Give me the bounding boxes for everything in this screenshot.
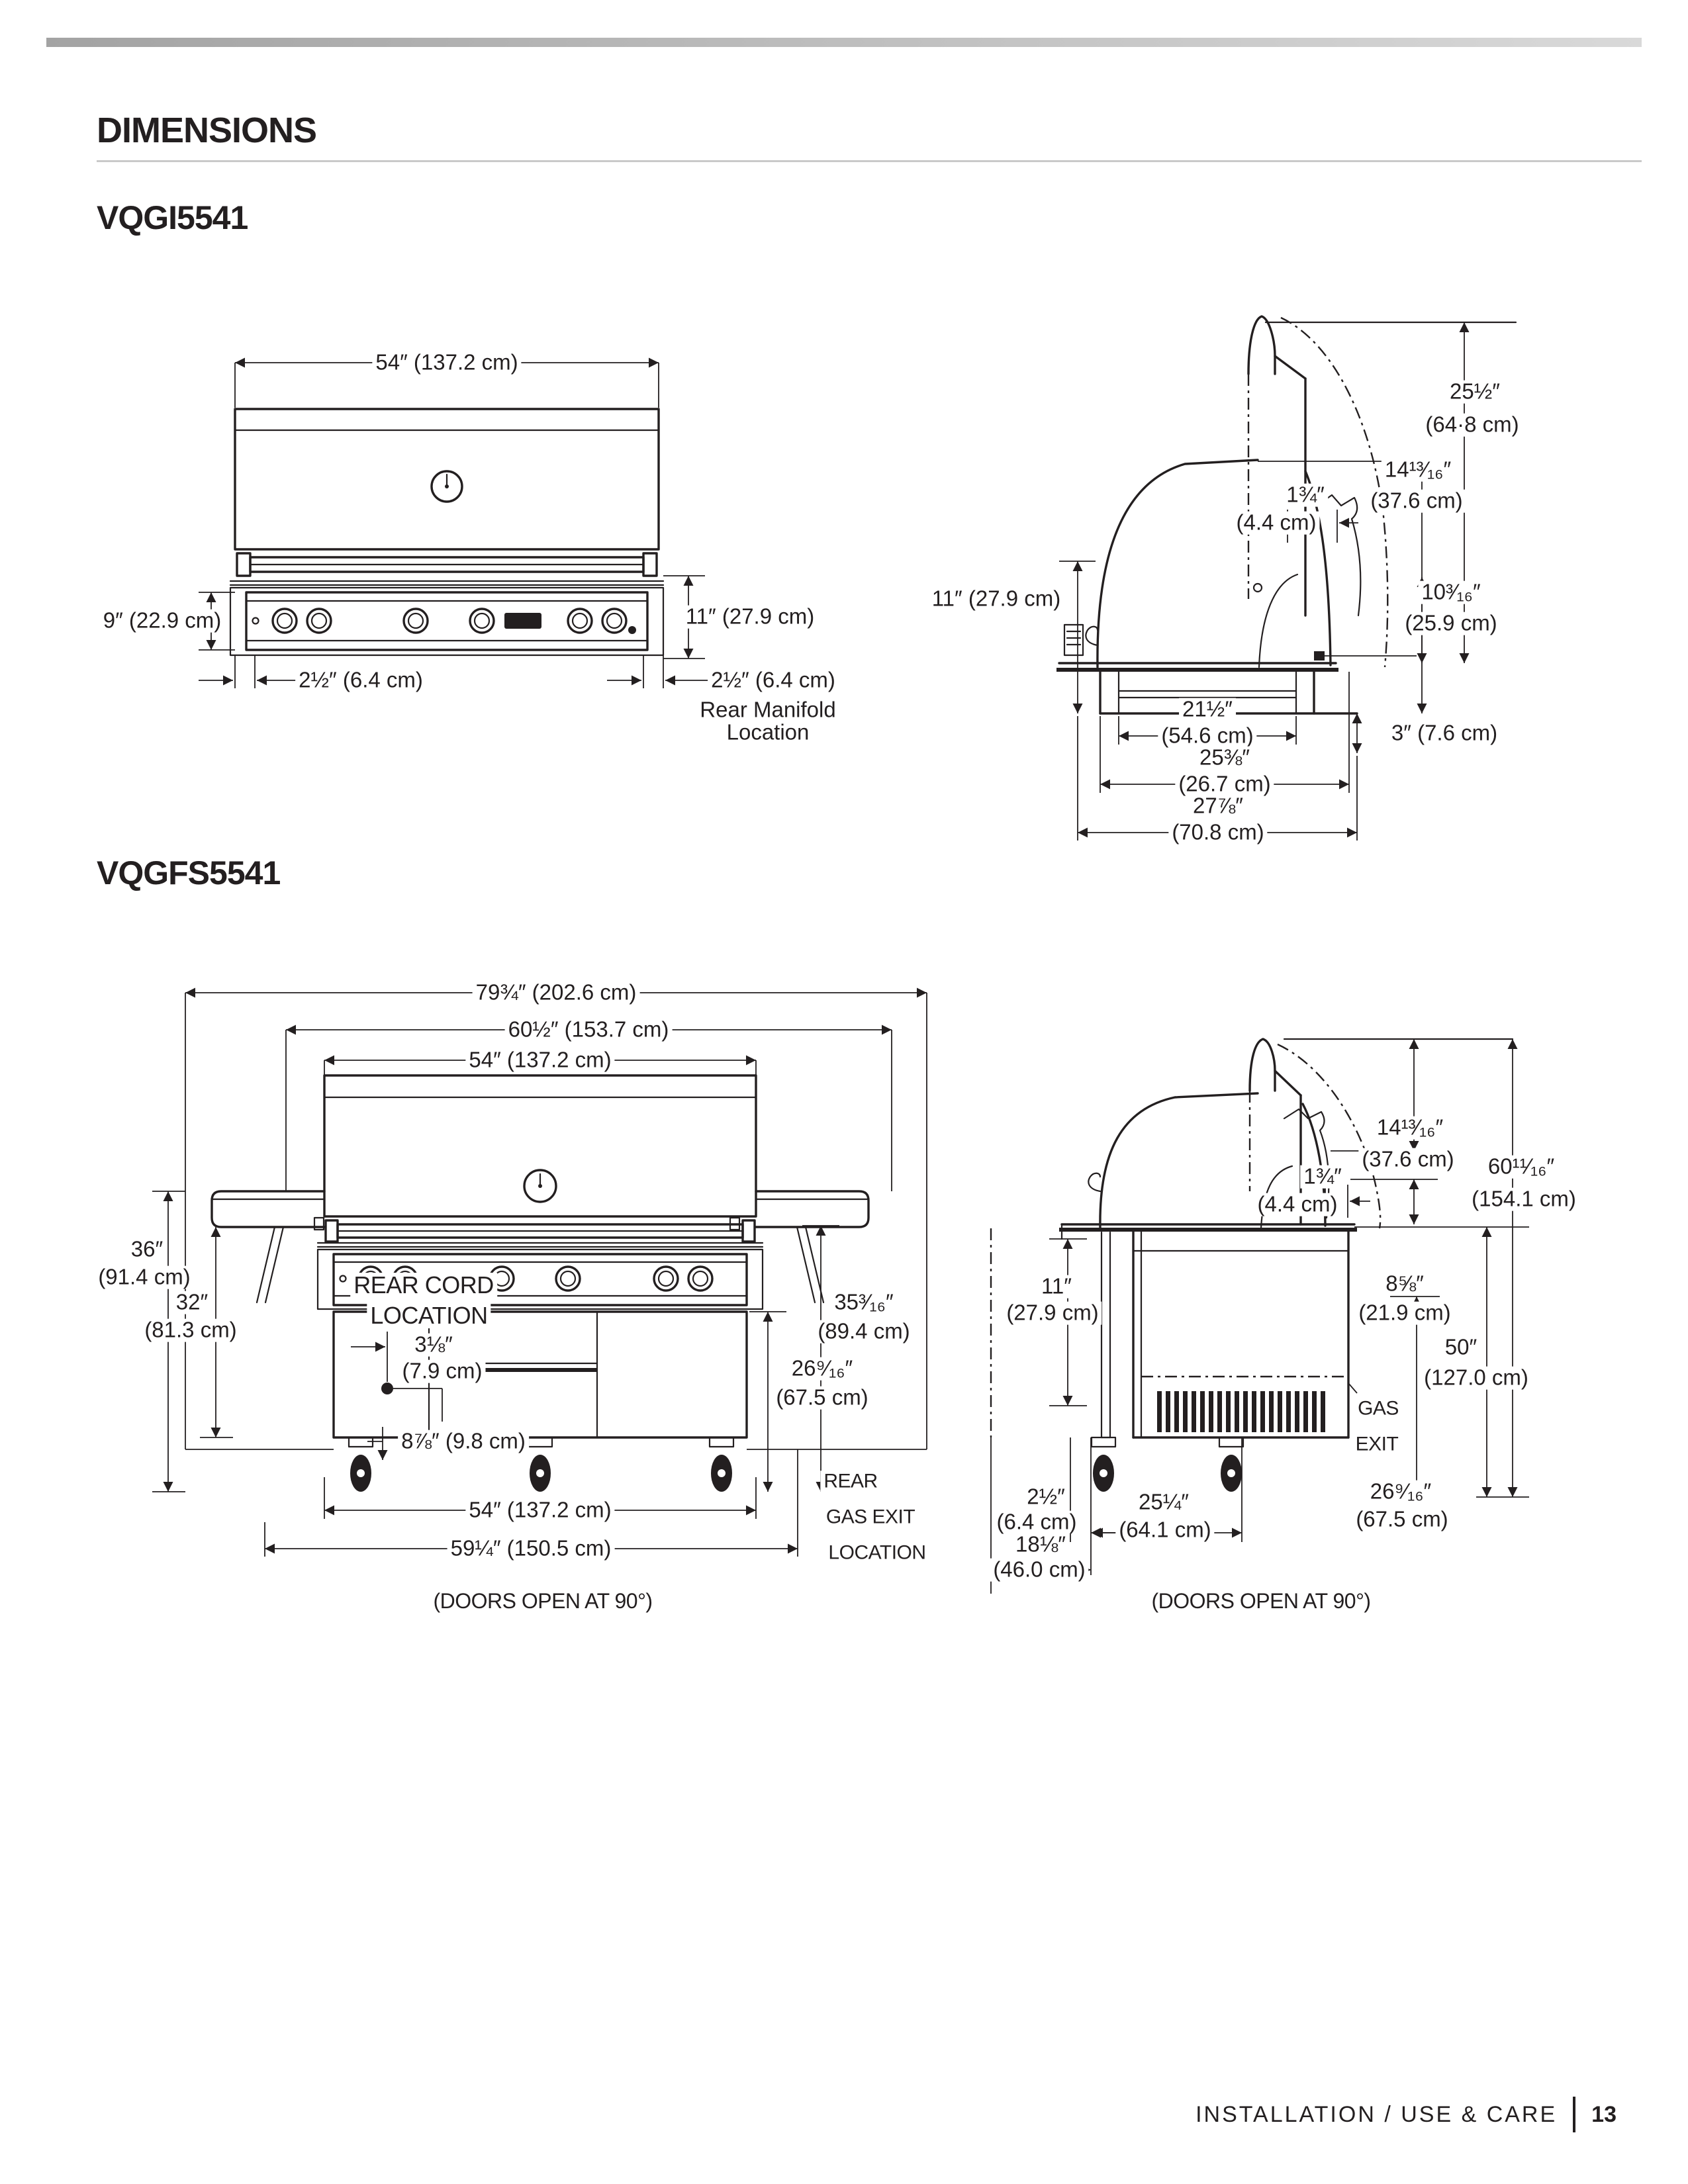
dim-width-doors-open: 79¾″ (202.6 cm) — [472, 981, 640, 1005]
dim-fs-cutout-in: 11″ — [1038, 1275, 1075, 1298]
dim-cart-depth-cm: (64.1 cm) — [1115, 1518, 1215, 1542]
dim-hood-rise-cm: (21.9 cm) — [1355, 1301, 1454, 1325]
dim-height-door-cm: (67.5 cm) — [773, 1386, 872, 1410]
page-footer: INSTALLATION / USE & CARE 13 — [0, 2097, 1617, 2132]
dim-fs-lid-offset-cm: (4.4 cm) — [1254, 1193, 1341, 1216]
rear-manifold-label-1: Rear Manifold — [696, 698, 839, 722]
dim-box-height-cm: (25.9 cm) — [1401, 612, 1501, 635]
page-number: 13 — [1591, 2101, 1617, 2127]
rear-gas-exit-label-2: GAS EXIT — [822, 1506, 919, 1527]
dim-box-height-in: 10³⁄₁₆″ — [1418, 580, 1484, 604]
dim-fs-door-height-in: 26⁹⁄₁₆″ — [1366, 1480, 1435, 1504]
dim-cord-offset-cm: (7.9 cm) — [399, 1359, 486, 1383]
dim-inset-right: 2½″ (6.4 cm) — [708, 668, 839, 692]
dim-height-caster-in: 36″ — [127, 1238, 167, 1261]
dim-hood-rise-in: 8⅝″ — [1382, 1272, 1427, 1296]
dim-fs-lid-offset-in: 1¾″ — [1300, 1165, 1345, 1189]
dim-inset-left: 2½″ (6.4 cm) — [295, 668, 426, 692]
dim-rear-gap: 3″ (7.6 cm) — [1387, 721, 1501, 745]
dim-fs-cutout-cm: (27.9 cm) — [1003, 1301, 1102, 1325]
dim-fs-door-height-cm: (67.5 cm) — [1352, 1508, 1452, 1531]
dim-total-height-in: 60¹¹⁄₁₆″ — [1484, 1155, 1558, 1179]
dim-lid-height-cm: (37.6 cm) — [1367, 489, 1466, 513]
doors-open-caption-front: (DOORS OPEN AT 90°) — [430, 1590, 656, 1613]
dim-depth-mid-cm: (26.7 cm) — [1175, 772, 1274, 796]
dim-height-right: 11″ (27.9 cm) — [682, 605, 818, 629]
dim-height-left: 9″ (22.9 cm) — [99, 609, 225, 633]
dim-height-shelf-cm: (89.4 cm) — [814, 1320, 914, 1343]
dim-door-swing-in: 18⅛″ — [1012, 1533, 1069, 1557]
vent-slots — [1157, 1391, 1325, 1432]
dim-height-cart-cm: (81.3 cm) — [141, 1318, 240, 1342]
dim-width-grill-bottom: 54″ (137.2 cm) — [465, 1498, 615, 1522]
dim-fs-lid-height-cm: (37.6 cm) — [1358, 1148, 1458, 1171]
dim-depth-total-in: 27⅞″ — [1190, 794, 1246, 818]
gas-exit-label-2: EXIT — [1352, 1433, 1402, 1455]
rear-manifold-label-2: Location — [723, 721, 813, 745]
dim-depth-grill-in: 21½″ — [1179, 698, 1236, 721]
dim-lid-offset-cm: (4.4 cm) — [1233, 511, 1320, 535]
dim-door-swing-cm: (46.0 cm) — [990, 1558, 1089, 1582]
vqgfs5541-front-drawing — [152, 987, 927, 1557]
dim-width-grill-top: 54″ (137.2 cm) — [465, 1048, 615, 1072]
dim-height-caster-cm: (91.4 cm) — [95, 1265, 194, 1289]
dim-total-height-cm: (154.1 cm) — [1468, 1187, 1579, 1211]
dim-height-door-in: 26⁹⁄₁₆″ — [788, 1357, 857, 1381]
dim-door-thickness-in: 2½″ — [1023, 1485, 1068, 1509]
brand-badge — [504, 613, 541, 629]
rear-gas-exit-label-1: REAR — [820, 1471, 881, 1492]
dim-lid-height-in: 14¹³⁄₁₆″ — [1381, 458, 1455, 482]
dim-cart-height-in: 50″ — [1441, 1336, 1481, 1359]
footer-text: INSTALLATION / USE & CARE — [1196, 2101, 1558, 2127]
rear-gas-exit-label-3: LOCATION — [825, 1542, 929, 1563]
dim-depth-total-cm: (70.8 cm) — [1168, 821, 1268, 844]
dim-depth-mid-in: 25⅜″ — [1196, 746, 1253, 770]
dim-cart-height-cm: (127.0 cm) — [1421, 1366, 1532, 1390]
gas-exit-label-1: GAS — [1354, 1398, 1402, 1419]
dim-height-cart-in: 32″ — [172, 1291, 212, 1314]
dim-cutout-height: 11″ (27.9 cm) — [928, 587, 1064, 611]
dim-open-height-in: 25½″ — [1446, 380, 1503, 404]
footer-divider — [1573, 2097, 1576, 2132]
dim-width-top: 54″ (137.2 cm) — [372, 351, 522, 375]
vqgi5541-front-drawing — [199, 357, 714, 688]
rear-cord-label-1: REAR CORD — [350, 1273, 497, 1298]
header-bar — [46, 38, 1642, 47]
dim-cord-offset-in: 3⅛″ — [411, 1333, 456, 1357]
page-title: DIMENSIONS — [97, 111, 317, 150]
dim-width-shelves: 60½″ (153.7 cm) — [504, 1018, 673, 1042]
dim-fs-lid-height-in: 14¹³⁄₁₆″ — [1373, 1116, 1447, 1140]
dim-height-shelf-in: 35³⁄₁₆″ — [831, 1291, 897, 1314]
dim-open-height-cm: (64·8 cm) — [1422, 413, 1523, 437]
title-rule — [97, 160, 1642, 162]
dim-cart-depth-in: 25¼″ — [1135, 1490, 1192, 1514]
model-title-vqgfs5541: VQGFS5541 — [97, 854, 281, 891]
dim-lid-offset-in: 1¾″ — [1283, 483, 1328, 507]
dim-depth-grill-cm: (54.6 cm) — [1158, 724, 1257, 748]
rear-cord-label-2: LOCATION — [367, 1303, 491, 1328]
dim-door-thickness-cm: (6.4 cm) — [993, 1510, 1080, 1534]
doors-open-caption-side: (DOORS OPEN AT 90°) — [1148, 1590, 1374, 1613]
model-title-vqgi5541: VQGI5541 — [97, 199, 248, 236]
dim-caster-offset: 8⅞″ (9.8 cm) — [398, 1430, 529, 1453]
dim-width-cart: 59¼″ (150.5 cm) — [447, 1537, 615, 1561]
